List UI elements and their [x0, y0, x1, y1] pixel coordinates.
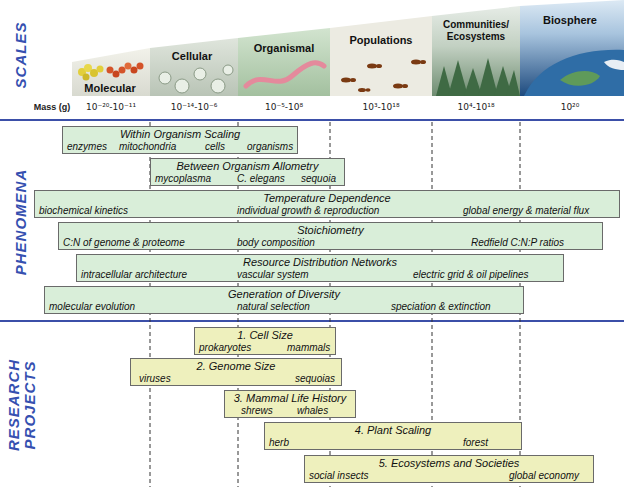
example-label: enzymes — [67, 141, 107, 152]
box-title: 5. Ecosystems and Societies — [379, 457, 520, 470]
example-label: whales — [297, 405, 328, 416]
example-label: molecular evolution — [49, 301, 135, 312]
example-label: organisms — [247, 141, 293, 152]
mass-range: 10²⁰ — [561, 102, 580, 112]
box-title: Stoichiometry — [297, 224, 364, 237]
scale-name: Molecular — [84, 82, 135, 94]
scale-name: Biosphere — [543, 14, 597, 26]
example-label: sequoias — [295, 373, 335, 384]
example-label: forest — [463, 437, 488, 448]
example-label: electric grid & oil pipelines — [413, 269, 529, 280]
project-box: 5. Ecosystems and Societies social insect… — [304, 455, 594, 483]
organismal-panel — [238, 28, 330, 96]
section-rule — [0, 119, 624, 121]
mass-range: 10⁴-10¹⁸ — [458, 102, 495, 112]
phenomenon-box: Between Organism Allometrymycoplasma C. e… — [150, 158, 345, 186]
example-label: global energy & material flux — [463, 205, 589, 216]
scale-name: Organismal — [254, 42, 315, 54]
phenomenon-box: Resource Distribution Networks intracellu… — [76, 254, 564, 282]
phenomenon-box: Temperature Dependence biochemical kineti… — [34, 190, 620, 218]
project-box: 1. Cell Sizeprokaryotes mammals — [194, 327, 336, 355]
section-heading: SCALES — [12, 22, 29, 89]
section-heading: PHENOMENA — [12, 169, 29, 276]
box-title: Between Organism Allometry — [176, 160, 318, 173]
example-label: mycoplasma — [155, 173, 211, 184]
example-label: sequoia — [301, 173, 336, 184]
example-label: natural selection — [237, 301, 310, 312]
populations-panel — [330, 16, 432, 96]
molecule-illustration — [78, 63, 144, 81]
box-title: Resource Distribution Networks — [243, 256, 397, 269]
biosphere-panel — [520, 0, 624, 96]
box-title: Within Organism Scaling — [120, 128, 240, 141]
box-title: 1. Cell Size — [237, 329, 293, 342]
example-label: cells — [205, 141, 225, 152]
axis-label: Mass (g) — [34, 102, 71, 112]
box-title: Temperature Dependence — [263, 192, 390, 205]
example-label: C. elegans — [237, 173, 285, 184]
communities-panel — [432, 6, 520, 96]
forest-illustration — [436, 58, 520, 96]
example-label: mammals — [287, 342, 330, 353]
cell-illustration — [159, 65, 233, 93]
scale-name: Communities/ Ecosystems — [436, 19, 516, 43]
example-label: speciation & extinction — [391, 301, 491, 312]
worm-illustration — [246, 63, 324, 86]
phenomenon-box: Within Organism Scaling enzymes mitochondr… — [62, 126, 298, 154]
mass-range: 10⁻²⁰-10⁻¹¹ — [86, 102, 136, 112]
phenomenon-box: Generation of Diversity molecular evoluti… — [44, 286, 524, 314]
example-label: global economy — [509, 470, 579, 481]
earth-illustration — [524, 50, 624, 96]
example-label: individual growth & reproduction — [237, 205, 379, 216]
box-title: Generation of Diversity — [228, 288, 340, 301]
box-title: 4. Plant Scaling — [355, 424, 431, 437]
example-label: viruses — [139, 373, 171, 384]
example-label: Redfield C:N:P ratios — [471, 237, 564, 248]
example-label: vascular system — [237, 269, 309, 280]
example-label: herb — [269, 437, 289, 448]
section-heading: RESEARCH PROJECTS — [6, 357, 38, 453]
example-label: intracellular architecture — [81, 269, 187, 280]
box-title: 2. Genome Size — [197, 360, 276, 373]
mass-range: 10³-10¹⁸ — [363, 102, 400, 112]
project-box: 3. Mammal Life Historyshrews whales — [224, 390, 356, 418]
example-label: shrews — [241, 405, 273, 416]
project-box: 4. Plant Scaling herb forest — [264, 422, 522, 450]
ant-illustration — [341, 60, 426, 93]
example-label: mitochondria — [119, 141, 176, 152]
scale-name: Cellular — [172, 50, 212, 62]
example-label: social insects — [309, 470, 368, 481]
example-label: C:N of genome & proteome — [63, 237, 185, 248]
phenomenon-box: StoichiometryC:N of genome & proteome bod… — [58, 222, 603, 250]
box-title: 3. Mammal Life History — [234, 392, 346, 405]
section-rule — [0, 320, 624, 322]
example-label: biochemical kinetics — [39, 205, 128, 216]
molecular-panel — [72, 48, 150, 96]
cellular-panel — [150, 38, 238, 96]
mass-range: 10⁻⁵-10⁸ — [265, 102, 303, 112]
project-box: 2. Genome Size viruses sequoias — [130, 358, 342, 386]
scale-name: Populations — [350, 34, 413, 46]
mass-range: 10⁻¹⁴-10⁻⁶ — [171, 102, 217, 112]
example-label: body composition — [237, 237, 315, 248]
example-label: prokaryotes — [199, 342, 251, 353]
